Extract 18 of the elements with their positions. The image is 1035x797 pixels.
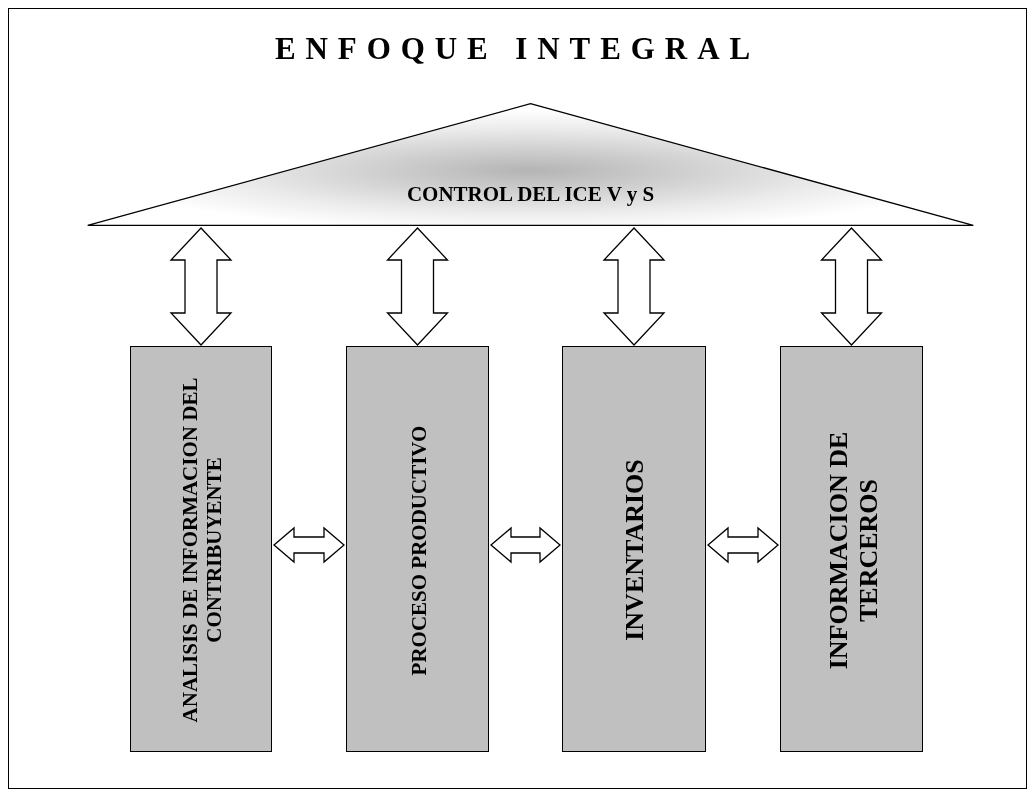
double-arrow [490,526,561,564]
category-box [562,346,706,752]
category-box [130,346,272,752]
double-arrow [273,526,345,564]
roof-triangle [87,103,974,226]
node-label: CONTROL DEL ICE V y S [406,182,655,206]
node-label: INVENTARIOS [620,459,650,641]
category-box [780,346,923,752]
diagram-title: ENFOQUE INTEGRAL [274,31,761,66]
double-arrow [707,526,779,564]
category-box [346,346,489,752]
double-arrow [820,227,883,346]
double-arrow [169,227,233,346]
double-arrow [386,227,449,346]
node-label: PROCESO PRODUCTIVO [406,425,431,675]
node-label: ANALISIS DE INFORMACION DEL CONTRIBUYENTE [177,376,227,725]
double-arrow [602,227,666,346]
node-label: INFORMACION DE TERCEROS [822,430,883,671]
